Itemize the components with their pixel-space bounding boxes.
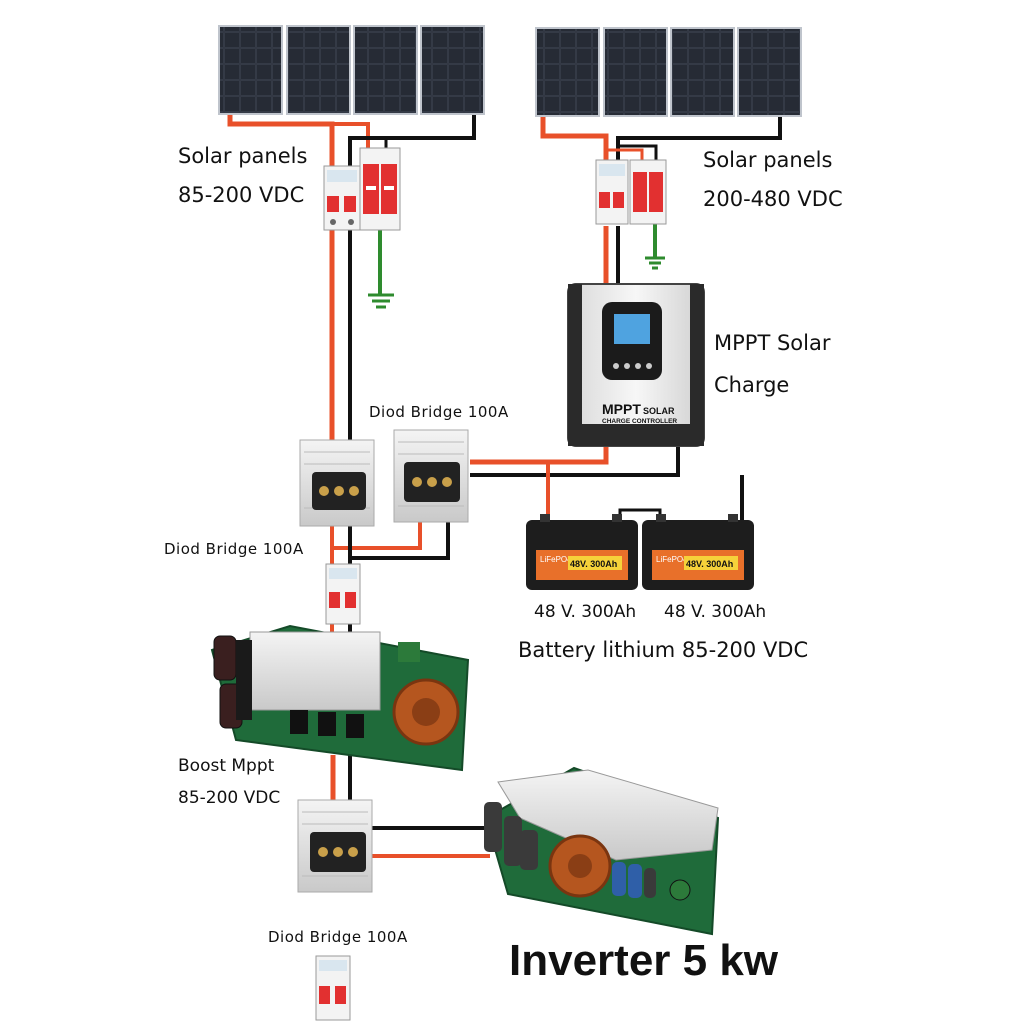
controller-button xyxy=(646,363,652,369)
solar-panel xyxy=(218,25,283,115)
diode-label-mid-left: Diod Bridge 100A xyxy=(164,540,304,558)
ground-symbol-left xyxy=(368,293,394,309)
wire-right-spd-link-neg xyxy=(618,144,658,160)
solar-panel xyxy=(670,27,735,117)
solar-panel xyxy=(737,27,802,117)
capacitor xyxy=(520,830,538,870)
capacitor xyxy=(628,864,642,898)
mppt-label-line2: Charge xyxy=(714,373,790,397)
capacitor xyxy=(484,802,502,852)
controller-brand-main: MPPT xyxy=(602,401,641,417)
wire-right-spd-link xyxy=(606,148,644,160)
controller-button xyxy=(624,363,630,369)
solar-left-range: 85-200 VDC xyxy=(178,183,305,207)
wire-diodes-joined-positive xyxy=(332,520,422,550)
capacitor xyxy=(644,868,656,898)
solar-panel xyxy=(353,25,418,115)
diode-label-top-right: Diod Bridge 100A xyxy=(369,403,509,421)
inverter-board xyxy=(484,766,720,936)
battery-1-label: 48 V. 300Ah xyxy=(534,602,637,622)
solar-array-left xyxy=(218,25,485,115)
battery-rating: 48V. 300Ah xyxy=(570,559,617,569)
solar-right-title: Solar panels xyxy=(703,148,833,172)
battery-2: LiFePO4 48V. 300Ah xyxy=(642,514,754,590)
surge-protector-left xyxy=(359,147,401,231)
controller-brand-sub: CHARGE CONTROLLER xyxy=(602,418,677,425)
mppt-charge-controller: MPPT SOLAR CHARGE CONTROLLER xyxy=(567,283,705,447)
solar-panel xyxy=(420,25,485,115)
wire-left-panel-positive xyxy=(227,112,335,192)
inverter-label: Inverter 5 kw xyxy=(509,936,779,985)
controller-brand-solar: SOLAR xyxy=(643,406,675,416)
battery-group-label: Battery lithium 85-200 VDC xyxy=(518,638,809,662)
heatsink xyxy=(249,631,381,711)
boost-mppt-board xyxy=(210,624,470,772)
surge-protector-right xyxy=(629,159,667,225)
solar-array-right xyxy=(535,27,802,117)
wire-left-panel-negative-spd xyxy=(350,136,388,148)
wire-right-panel-positive xyxy=(540,112,609,160)
diode-bridge-mid-left xyxy=(299,439,375,527)
controller-button xyxy=(635,363,641,369)
transistor xyxy=(318,712,336,736)
wires xyxy=(227,112,782,858)
capacitor xyxy=(236,640,252,720)
dc-breaker-left xyxy=(323,165,361,231)
wire-diodes-joined-negative xyxy=(350,520,450,560)
battery-tag: LiFePO4 xyxy=(540,555,572,564)
mppt-label-line1: MPPT Solar xyxy=(714,331,831,355)
solar-panel xyxy=(535,27,600,117)
boost-label-line2: 85-200 VDC xyxy=(178,788,281,808)
wire-ctrl-negative-to-bus xyxy=(470,446,680,477)
solar-right-range: 200-480 VDC xyxy=(703,187,843,211)
diode-bridge-bottom xyxy=(297,799,373,893)
solar-panel xyxy=(286,25,351,115)
solar-panel xyxy=(603,27,668,117)
solar-left-title: Solar panels xyxy=(178,144,308,168)
battery-rating: 48V. 300Ah xyxy=(686,559,733,569)
battery-2-label: 48 V. 300Ah xyxy=(664,602,767,622)
capacitor xyxy=(612,862,626,896)
transistor xyxy=(346,714,364,738)
dc-breaker-right xyxy=(595,159,629,225)
capacitor xyxy=(504,816,522,866)
relay xyxy=(398,642,420,662)
wire-left-panel-negative xyxy=(348,112,476,192)
battery-tag: LiFePO4 xyxy=(656,555,688,564)
dc-breaker-mid xyxy=(325,563,361,625)
dc-breaker-bottom xyxy=(315,955,351,1021)
battery-1: LiFePO4 48V. 300Ah xyxy=(526,514,638,590)
ground-symbol-right xyxy=(645,256,665,270)
diode-label-bottom: Diod Bridge 100A xyxy=(268,928,408,946)
transistor xyxy=(290,710,308,734)
boost-label-line1: Boost Mppt xyxy=(178,756,275,776)
controller-screen xyxy=(614,314,650,344)
capacitor xyxy=(213,635,237,681)
diode-bridge-top-right xyxy=(393,429,469,523)
wire-ctrl-positive-to-diode xyxy=(470,446,609,465)
small-coil xyxy=(669,879,691,901)
controller-button xyxy=(613,363,619,369)
